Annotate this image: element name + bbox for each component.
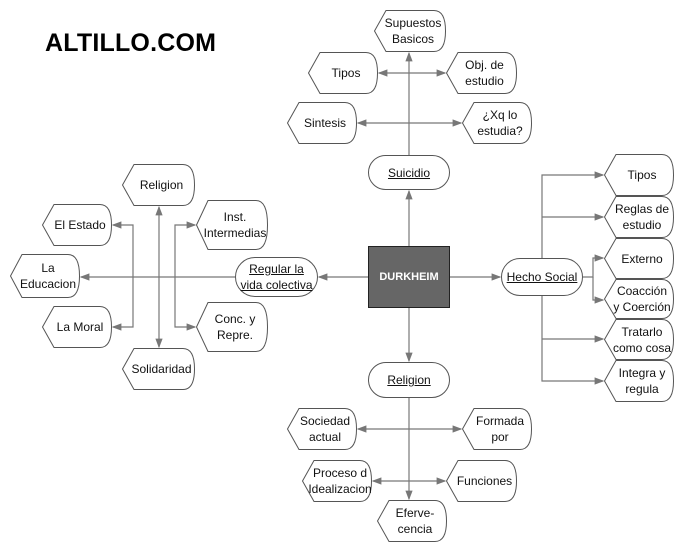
node-reglas-estudio[interactable]: Reglas de estudio	[603, 196, 675, 238]
node-proceso-idealizacion[interactable]: Proceso d Idealizacion	[301, 460, 373, 502]
connector	[583, 254, 605, 278]
node-inst-intermedias[interactable]: Inst. Intermedias	[195, 200, 269, 250]
node-obj-estudio[interactable]: Obj. de estudio	[445, 52, 518, 94]
node-shape	[368, 362, 450, 398]
node-shape	[445, 460, 518, 502]
hub-label: Suicidio	[387, 165, 431, 180]
node-tipos-suicidio[interactable]: Tipos	[307, 52, 379, 94]
node-xq-lo-estudia[interactable]: ¿Xq lo estudia?	[461, 102, 533, 144]
node-shape	[286, 102, 358, 144]
node-shape	[603, 319, 675, 360]
node-label: Formada por	[475, 414, 525, 444]
node-religion-regular[interactable]: Religion	[121, 164, 196, 206]
node-shape	[603, 279, 675, 319]
node-shape	[41, 306, 113, 348]
node-shape	[9, 254, 81, 298]
node-label: Religion	[139, 178, 184, 192]
node-label: Reglas de estudio	[614, 202, 670, 232]
node-shape	[501, 258, 583, 296]
node-sintesis[interactable]: Sintesis	[286, 102, 358, 144]
node-label: Tipos	[627, 168, 657, 182]
node-label: Tratarlo como cosa	[612, 324, 672, 355]
node-shape	[121, 164, 196, 206]
node-label: Sintesis	[303, 116, 347, 130]
node-label: Eferve- cencia	[395, 506, 435, 536]
node-shape	[373, 10, 447, 52]
hub-label: Hecho Social	[506, 270, 578, 284]
node-label: Obj. de estudio	[465, 58, 504, 88]
center-label: DURKHEIM	[379, 271, 439, 283]
node-label: Supuestos Basicos	[384, 16, 442, 46]
node-shape	[307, 52, 379, 94]
node-funciones[interactable]: Funciones	[445, 460, 518, 502]
node-externo[interactable]: Externo	[603, 238, 675, 279]
node-shape	[301, 460, 373, 502]
hub-regular-vida-colectiva[interactable]: Regular la vida colectiva	[235, 257, 318, 297]
node-label: Proceso d Idealizacion	[308, 466, 372, 496]
node-la-moral[interactable]: La Moral	[41, 306, 113, 348]
node-shape	[461, 408, 533, 450]
connector	[541, 296, 605, 385]
node-shape	[368, 155, 450, 190]
node-shape	[121, 348, 196, 390]
site-logo-text: ALTILLO.COM	[45, 29, 217, 57]
node-shape	[603, 238, 675, 279]
node-shape	[195, 302, 269, 352]
node-label: La Educacion	[19, 261, 77, 291]
node-label: La Moral	[56, 320, 104, 334]
node-shape	[235, 257, 318, 297]
node-shape	[603, 360, 675, 402]
node-solidaridad[interactable]: Solidaridad	[121, 348, 196, 390]
node-shape	[376, 500, 448, 542]
node-shape	[461, 102, 533, 144]
connector	[174, 221, 197, 331]
node-shape	[603, 196, 675, 238]
node-efervecencia[interactable]: Eferve- cencia	[376, 500, 448, 542]
node-supuestos-basicos[interactable]: Supuestos Basicos	[373, 10, 447, 52]
node-coaccion[interactable]: Coacción y Coerción	[603, 279, 675, 319]
node-sociedad-actual[interactable]: Sociedad actual	[286, 408, 358, 450]
hub-hecho-social[interactable]: Hecho Social	[501, 258, 583, 296]
hub-religion[interactable]: Religion	[368, 362, 450, 398]
node-conc-repre[interactable]: Conc. y Repre.	[195, 302, 269, 352]
node-shape	[445, 52, 518, 94]
node-shape	[603, 154, 675, 196]
center-node-durkheim[interactable]: DURKHEIM	[368, 246, 450, 308]
node-label: Conc. y Repre.	[214, 312, 256, 342]
connector	[592, 277, 605, 304]
node-shape	[195, 200, 269, 250]
node-formada-por[interactable]: Formada por	[461, 408, 533, 450]
node-la-educacion[interactable]: La Educacion	[9, 254, 81, 298]
node-tipos-hecho[interactable]: Tipos	[603, 154, 675, 196]
node-label: ¿Xq lo estudia?	[477, 108, 523, 138]
node-shape	[41, 204, 113, 246]
node-label: Tipos	[331, 66, 361, 80]
node-label: Coacción y Coerción	[613, 284, 671, 314]
hub-label: Regular la vida colectiva	[240, 262, 313, 292]
node-label: Sociedad actual	[299, 414, 351, 444]
node-label: Funciones	[456, 474, 513, 488]
connector	[111, 221, 134, 331]
node-shape	[286, 408, 358, 450]
node-label: El Estado	[54, 218, 106, 232]
node-label: Solidaridad	[131, 362, 192, 376]
node-label: Inst. Intermedias	[203, 210, 267, 240]
node-integra-regula[interactable]: Integra y regula	[603, 360, 675, 402]
node-el-estado[interactable]: El Estado	[41, 204, 113, 246]
node-label: Integra y regula	[618, 366, 666, 396]
node-label: Externo	[621, 251, 663, 266]
connector	[541, 171, 605, 258]
node-tratarlo-cosa[interactable]: Tratarlo como cosa	[603, 319, 675, 360]
hub-label: Religion	[387, 373, 431, 387]
hub-suicidio[interactable]: Suicidio	[368, 155, 450, 190]
